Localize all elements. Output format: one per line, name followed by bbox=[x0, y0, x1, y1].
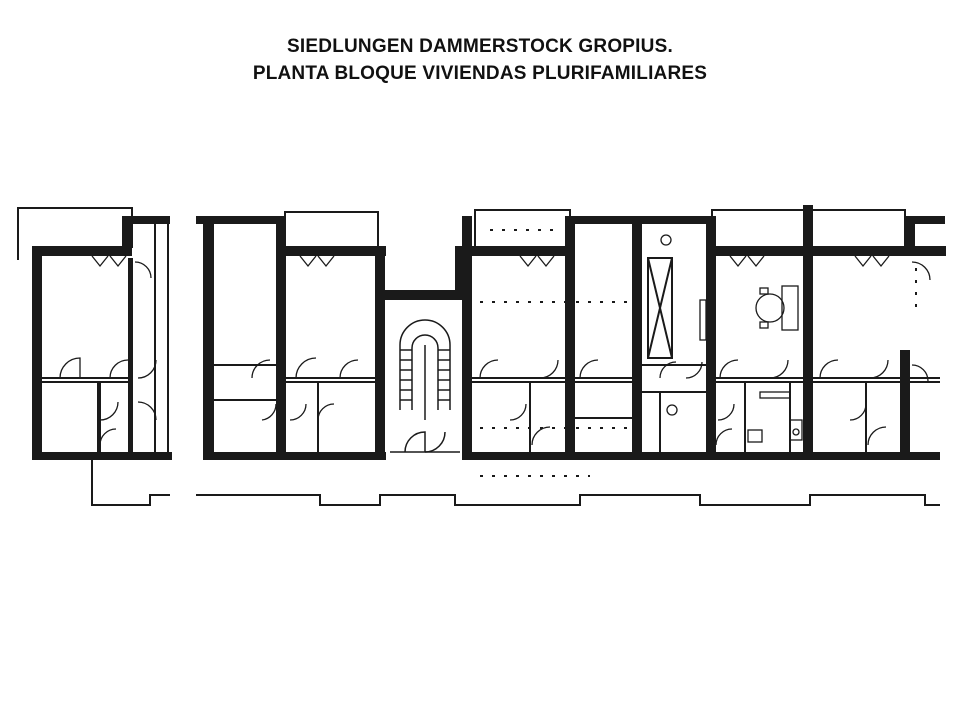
wall bbox=[900, 350, 910, 458]
slide-title: SIEDLUNGEN DAMMERSTOCK GROPIUS. PLANTA B… bbox=[0, 33, 960, 87]
wall bbox=[632, 216, 642, 458]
staircase bbox=[390, 319, 460, 453]
wall bbox=[203, 452, 386, 460]
wall bbox=[203, 216, 214, 458]
worktop bbox=[759, 391, 791, 399]
wall bbox=[276, 246, 286, 458]
balcony-5 bbox=[807, 209, 906, 248]
wall bbox=[128, 258, 133, 453]
wall bbox=[32, 452, 172, 460]
wall bbox=[706, 216, 716, 458]
sideboard bbox=[781, 285, 799, 331]
wall bbox=[276, 216, 286, 256]
title-line-2: PLANTA BLOQUE VIVIENDAS PLURIFAMILIARES bbox=[252, 63, 708, 84]
wall bbox=[803, 205, 813, 458]
garden-outline bbox=[91, 460, 940, 506]
wall bbox=[706, 246, 946, 256]
wall bbox=[32, 246, 42, 458]
chair bbox=[759, 321, 769, 329]
partitions bbox=[42, 216, 940, 460]
wall bbox=[122, 216, 132, 256]
wall bbox=[196, 216, 286, 224]
wall bbox=[565, 216, 640, 224]
balcony-4 bbox=[711, 209, 809, 248]
balcony-3 bbox=[474, 209, 571, 248]
kitchen-unit bbox=[789, 419, 803, 441]
dining-table bbox=[755, 293, 785, 323]
wall bbox=[462, 216, 472, 458]
door-swings bbox=[59, 255, 931, 446]
wall bbox=[380, 290, 470, 300]
sink bbox=[660, 234, 672, 246]
chair bbox=[759, 287, 769, 295]
wall bbox=[640, 216, 715, 224]
stove bbox=[747, 429, 763, 443]
wall bbox=[462, 452, 642, 460]
cabinet bbox=[699, 299, 707, 341]
wall bbox=[375, 246, 385, 458]
walls bbox=[32, 205, 946, 460]
wall bbox=[276, 246, 386, 256]
wall bbox=[565, 216, 575, 458]
balcony-2 bbox=[284, 211, 379, 248]
dashed-lines bbox=[480, 229, 917, 477]
wall bbox=[462, 246, 572, 256]
furniture bbox=[660, 234, 803, 443]
toilet bbox=[666, 404, 678, 416]
wall bbox=[905, 216, 915, 256]
wall bbox=[32, 246, 132, 256]
wall bbox=[455, 246, 465, 300]
wall bbox=[640, 452, 940, 460]
title-line-1: SIEDLUNGEN DAMMERSTOCK GROPIUS. bbox=[287, 36, 673, 57]
wall bbox=[130, 216, 170, 224]
wall bbox=[905, 216, 945, 224]
